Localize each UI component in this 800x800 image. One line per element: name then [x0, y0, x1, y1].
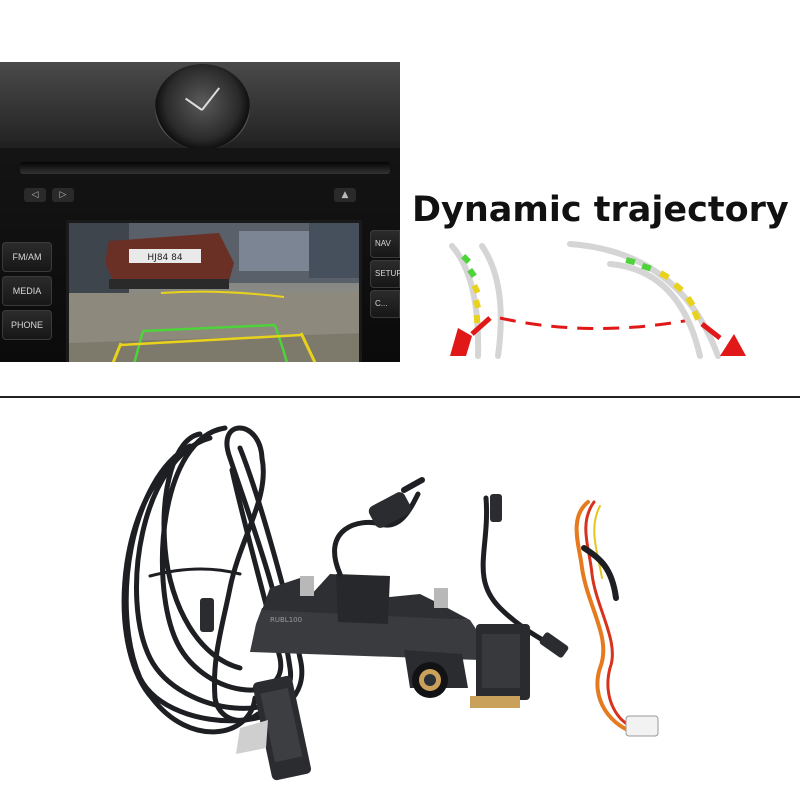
- trunk-handle-camera: RUBL100: [250, 574, 486, 698]
- right-guide-dots: [625, 257, 701, 321]
- top-panel: ◁ ▷ ▲ FM/AM MEDIA PHONE NAV SETUP C... H…: [0, 0, 800, 396]
- clock-hand: [201, 87, 221, 111]
- right-guide-inner: [607, 261, 703, 359]
- left-guide-outer: [449, 243, 482, 359]
- setup-button[interactable]: SETUP: [370, 260, 400, 288]
- media-button[interactable]: MEDIA: [2, 276, 52, 306]
- left-guide-inner: [479, 243, 504, 359]
- clock-hand: [185, 97, 203, 111]
- dynamic-trajectory-diagram: [449, 241, 746, 359]
- rear-view-screen: HJ84 84 选项: [66, 220, 362, 362]
- product-photo-panel: RUBL100: [0, 398, 800, 800]
- car-button[interactable]: C...: [370, 290, 400, 318]
- wire-harness: [574, 500, 659, 737]
- seek-forward-button[interactable]: ▷: [52, 188, 74, 202]
- left-red-marker: [450, 328, 472, 356]
- head-unit-photo: ◁ ▷ ▲ FM/AM MEDIA PHONE NAV SETUP C... H…: [0, 62, 400, 362]
- white-connector: [625, 715, 659, 737]
- seek-back-button[interactable]: ◁: [24, 188, 46, 202]
- camera-model-label: RUBL100: [270, 616, 302, 624]
- decoder-box: [470, 494, 569, 708]
- top-connector: [368, 492, 412, 528]
- left-guide-dots: [461, 254, 481, 324]
- inline-connector: [200, 598, 214, 632]
- analog-clock: [155, 64, 250, 150]
- eject-button[interactable]: ▲: [334, 188, 356, 202]
- fm-am-button[interactable]: FM/AM: [2, 242, 52, 272]
- cd-slot: [20, 162, 390, 174]
- headline: Dynamic trajectory: [412, 190, 789, 230]
- red-trajectory-arc: [499, 316, 691, 330]
- rear-camera-view: HJ84 84: [69, 223, 359, 362]
- product-kit-photo: RUBL100: [121, 425, 659, 781]
- divider: [0, 396, 800, 398]
- nav-button[interactable]: NAV: [370, 230, 400, 258]
- right-red-marker: [720, 334, 746, 356]
- quadlock-connector: [236, 675, 312, 781]
- license-plate: HJ84 84: [147, 253, 182, 263]
- phone-button[interactable]: PHONE: [2, 310, 52, 340]
